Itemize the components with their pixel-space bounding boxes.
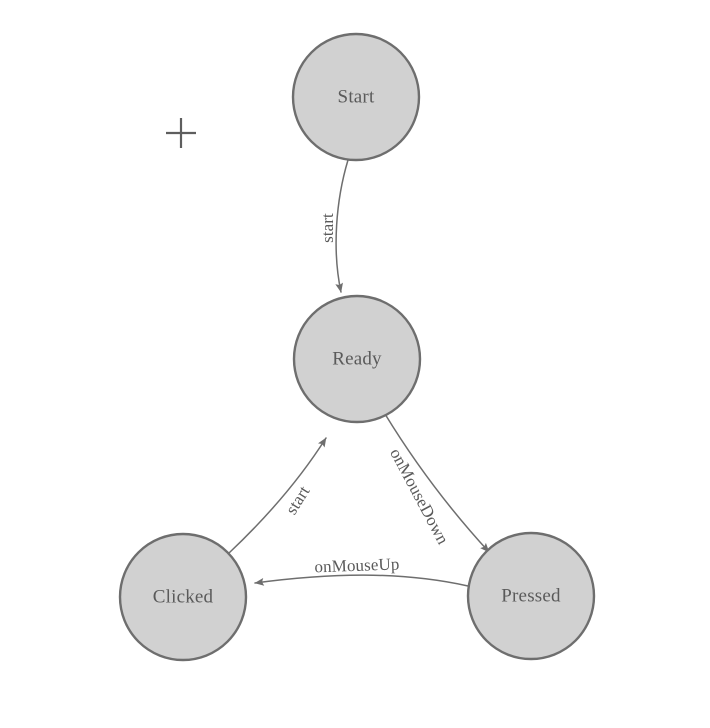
node-clicked[interactable]: Clicked bbox=[118, 532, 248, 662]
edge-label-start-to-ready: start bbox=[318, 213, 337, 243]
node-label-ready: Ready bbox=[332, 348, 382, 369]
node-circle-clicked[interactable] bbox=[118, 532, 248, 662]
edge-pressed-to-clicked[interactable] bbox=[254, 574, 469, 587]
node-ready[interactable]: Ready bbox=[292, 294, 422, 424]
edge-label-pressed-to-clicked: onMouseUp bbox=[314, 554, 400, 576]
edge-clicked-to-ready[interactable] bbox=[228, 437, 327, 554]
node-circle-pressed[interactable] bbox=[466, 531, 596, 661]
crosshair-mark bbox=[166, 118, 196, 148]
edge-ready-to-pressed[interactable] bbox=[384, 413, 490, 553]
node-label-clicked: Clicked bbox=[153, 586, 214, 607]
node-label-pressed: Pressed bbox=[501, 585, 561, 606]
edge-start-to-ready[interactable] bbox=[335, 159, 349, 293]
node-start[interactable]: Start bbox=[291, 32, 421, 162]
edge-label-clicked-to-ready: start bbox=[282, 482, 314, 517]
edges-layer bbox=[228, 159, 490, 587]
node-circle-start[interactable] bbox=[291, 32, 421, 162]
node-label-start: Start bbox=[338, 86, 375, 107]
node-circle-ready[interactable] bbox=[292, 294, 422, 424]
node-pressed[interactable]: Pressed bbox=[466, 531, 596, 661]
